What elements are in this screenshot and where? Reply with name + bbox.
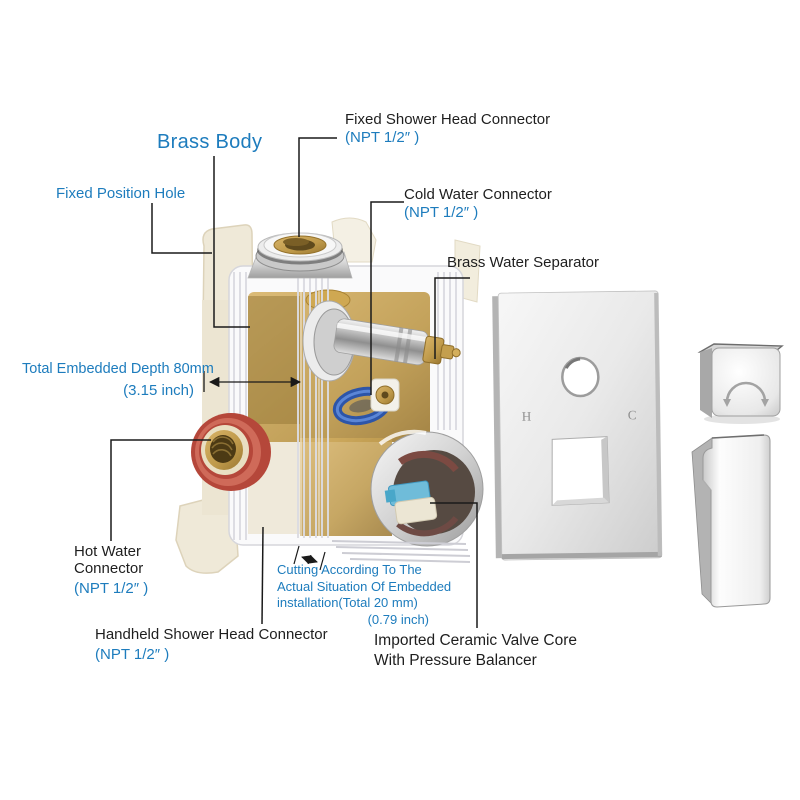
diverter-knob: [697, 343, 784, 424]
label-fixed-shower-head-connector: Fixed Shower Head Connector (NPT 1/2″ ): [345, 111, 550, 146]
valve-core-housing: [370, 429, 484, 547]
hot-water-ring: [191, 413, 271, 491]
leader-fixed-shower: [298, 137, 337, 237]
cold-marker: C: [628, 407, 637, 422]
leader-ceramic-core: [430, 502, 478, 628]
lever-handle: [691, 434, 771, 608]
label-cold-water-connector: Cold Water Connector (NPT 1/2″ ): [404, 186, 552, 221]
leader-brass-body: [213, 156, 250, 328]
ceramic-line1: Imported Ceramic Valve Core: [374, 632, 578, 649]
label-hot-water-connector: Hot Water Connector (NPT 1/2″ ): [74, 543, 148, 597]
leader-cold-water: [370, 201, 404, 395]
valve-stem: [302, 300, 461, 382]
label-embedded-depth: Total Embedded Depth 80mm (3.15 inch): [22, 361, 214, 400]
leader-lines: [110, 137, 478, 628]
handheld-title: Handheld Shower Head Connector: [95, 626, 328, 643]
label-cutting-note: Cutting According To The Actual Situatio…: [277, 562, 452, 628]
hot-water-line1: Hot Water: [74, 543, 141, 560]
ceramic-line2: With Pressure Balancer: [374, 651, 537, 669]
label-ceramic-valve-core: Imported Ceramic Valve Core With Pressur…: [374, 631, 577, 670]
hot-water-line2: Connector: [74, 560, 144, 577]
top-port: [247, 232, 353, 279]
bottom-ribs: [331, 540, 471, 563]
label-fixed-position-hole: Fixed Position Hole: [56, 185, 186, 202]
hot-water-spec: (NPT 1/2″ ): [74, 580, 149, 597]
cutting-line1: Cutting According To The: [277, 562, 422, 577]
embedded-depth-line2: (3.15 inch): [123, 382, 194, 400]
cold-water-title: Cold Water Connector: [404, 186, 552, 203]
leader-handheld: [261, 526, 264, 625]
plate-square-hole: [551, 436, 610, 506]
label-brass-body: Brass Body: [157, 131, 263, 153]
leader-hot-water: [110, 439, 211, 541]
label-handheld-shower-head-connector: Handheld Shower Head Connector (NPT 1/2″…: [95, 626, 328, 663]
plate-round-hole: [561, 356, 600, 398]
cutting-line2: Actual Situation Of Embedded: [277, 578, 452, 594]
leader-brass-separator: [434, 277, 470, 359]
hot-marker: H: [522, 409, 532, 424]
embedded-depth-line1: Total Embedded Depth 80mm: [22, 361, 214, 377]
side-port: [370, 378, 400, 412]
trim-plate: H C: [492, 290, 663, 561]
cutting-line4: (0.79 inch): [367, 611, 429, 627]
handheld-spec: (NPT 1/2″ ): [95, 645, 170, 663]
cutting-line3: installation(Total 20 mm): [277, 595, 418, 610]
label-brass-water-separator: Brass Water Separator: [447, 254, 599, 271]
depth-dimension-arrow: [203, 371, 302, 392]
fixed-shower-spec: (NPT 1/2″ ): [345, 128, 420, 146]
cutting-dimension-arrow: [293, 545, 326, 571]
cold-water-spec: (NPT 1/2″ ): [404, 203, 479, 221]
fixed-shower-title: Fixed Shower Head Connector: [345, 111, 551, 128]
leader-fixed-position-hole: [151, 203, 212, 254]
